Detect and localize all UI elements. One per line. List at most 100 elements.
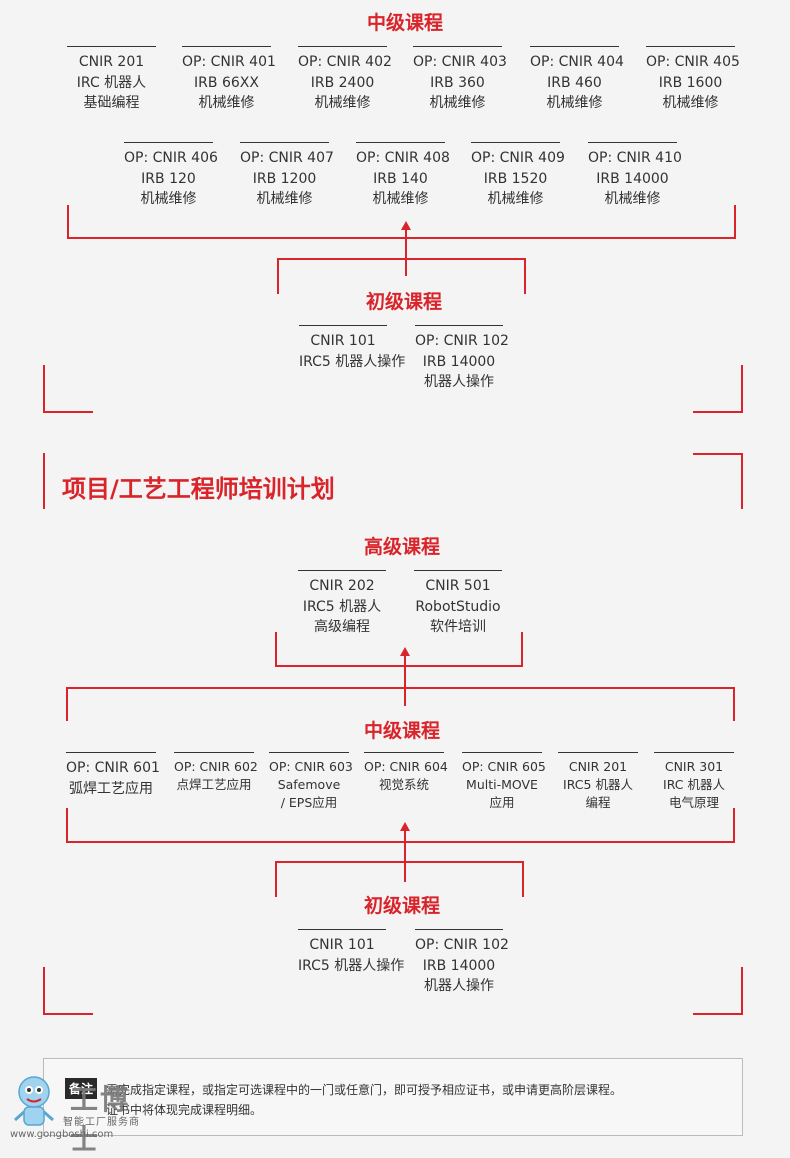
course-line: CNIR 101 <box>310 333 376 349</box>
course-line: OP: CNIR 409 <box>471 150 565 166</box>
note-tag: 备注 <box>65 1078 98 1099</box>
course-divider <box>558 752 638 753</box>
course-line: IRB 14000 <box>596 170 669 187</box>
course-line: IRC 机器人 <box>76 74 147 91</box>
s2-mid-bracket-bottom-left <box>66 808 68 843</box>
s1-basic-bracket-top <box>277 258 526 260</box>
course-line: OP: CNIR 604 <box>364 759 448 774</box>
s2-mid-bracket-top <box>66 687 735 689</box>
course-card: OP: CNIR 602 点焊工艺应用 <box>174 752 258 794</box>
course-line: 电气原理 <box>668 795 719 810</box>
course-line: IRC5 机器人 <box>563 777 633 792</box>
course-divider <box>413 46 502 47</box>
course-line: OP: CNIR 406 <box>124 150 218 166</box>
s2-mid-level-label: 中级课程 <box>363 720 440 742</box>
course-line: 机械维修 <box>487 191 544 207</box>
course-divider <box>414 570 502 571</box>
s2-adv-bracket-left <box>275 632 277 667</box>
course-line: 机械维修 <box>140 191 197 207</box>
course-line: IRB 1200 <box>252 170 317 187</box>
course-divider <box>462 752 542 753</box>
s2-basic-bracket-right <box>522 861 524 897</box>
course-line: 基础编程 <box>83 95 140 111</box>
mascot-icon <box>14 1076 54 1126</box>
course-line: CNIR 101 <box>309 937 375 953</box>
course-divider <box>298 929 386 930</box>
s1-basic-level-label: 初级课程 <box>365 291 442 313</box>
course-divider <box>415 325 503 326</box>
s2-basic-level-label: 初级课程 <box>363 895 440 917</box>
course-line: OP: CNIR 102 <box>415 937 509 953</box>
course-line: 编程 <box>585 795 611 810</box>
watermark-logo: 工博士 <box>70 1083 131 1156</box>
s2-mid-bracket-top-left <box>66 687 68 721</box>
course-line: RobotStudio <box>415 598 501 615</box>
s1-corner-bl-v <box>43 365 45 413</box>
course-divider <box>67 46 156 47</box>
course-line: 机器人操作 <box>424 374 494 390</box>
course-line: 点焊工艺应用 <box>176 777 252 792</box>
course-line: OP: CNIR 407 <box>240 150 334 166</box>
course-line: 视觉系统 <box>378 777 429 792</box>
s1-corner-br-v <box>741 365 743 413</box>
s1-arrow-head <box>401 221 411 230</box>
course-divider <box>415 929 503 930</box>
course-divider <box>646 46 735 47</box>
s2-corner-tr-h <box>693 453 743 455</box>
course-line: OP: CNIR 401 <box>182 54 276 70</box>
course-line: 机械维修 <box>198 95 255 111</box>
course-line: CNIR 201 <box>78 54 145 70</box>
course-line: Safemove <box>277 777 341 792</box>
course-line: IRB 120 <box>141 170 196 187</box>
course-line: OP: CNIR 601 <box>66 760 160 776</box>
course-divider <box>124 142 213 143</box>
course-line: IRB 2400 <box>310 74 375 91</box>
course-line: IRB 14000 <box>422 957 496 974</box>
course-divider <box>299 325 387 326</box>
course-text: OP: CNIR 602 点焊工艺应用 <box>174 752 258 794</box>
course-line: 弧焊工艺应用 <box>69 780 153 797</box>
course-divider <box>182 46 271 47</box>
s2-adv-level-label: 高级课程 <box>363 536 440 558</box>
course-line: CNIR 301 <box>664 759 724 774</box>
s2-mid-bracket-top-right <box>733 687 735 721</box>
s1-corner-br-h <box>693 411 743 413</box>
course-text: OP: CNIR 601 弧焊工艺应用 <box>66 752 160 799</box>
course-line: OP: CNIR 405 <box>646 54 740 70</box>
course-line: OP: CNIR 602 <box>174 759 258 774</box>
course-line: 机械维修 <box>662 95 719 111</box>
course-line: IRB 1520 <box>483 170 548 187</box>
note-line-1: 需完成指定课程，或指定可选课程中的一门或任意门，即可授予相应证书，或申请更高阶层… <box>106 1083 623 1097</box>
watermark-url: www.gongboshi.com <box>10 1129 114 1140</box>
s1-basic-bracket-left <box>277 258 279 294</box>
course-line: OP: CNIR 408 <box>356 150 450 166</box>
course-line: OP: CNIR 605 <box>462 759 546 774</box>
course-line: 机械维修 <box>604 191 661 207</box>
course-line: OP: CNIR 410 <box>588 150 682 166</box>
s1-arrow-shaft <box>405 228 407 276</box>
course-divider <box>364 752 444 753</box>
course-line: 应用 <box>489 795 515 810</box>
